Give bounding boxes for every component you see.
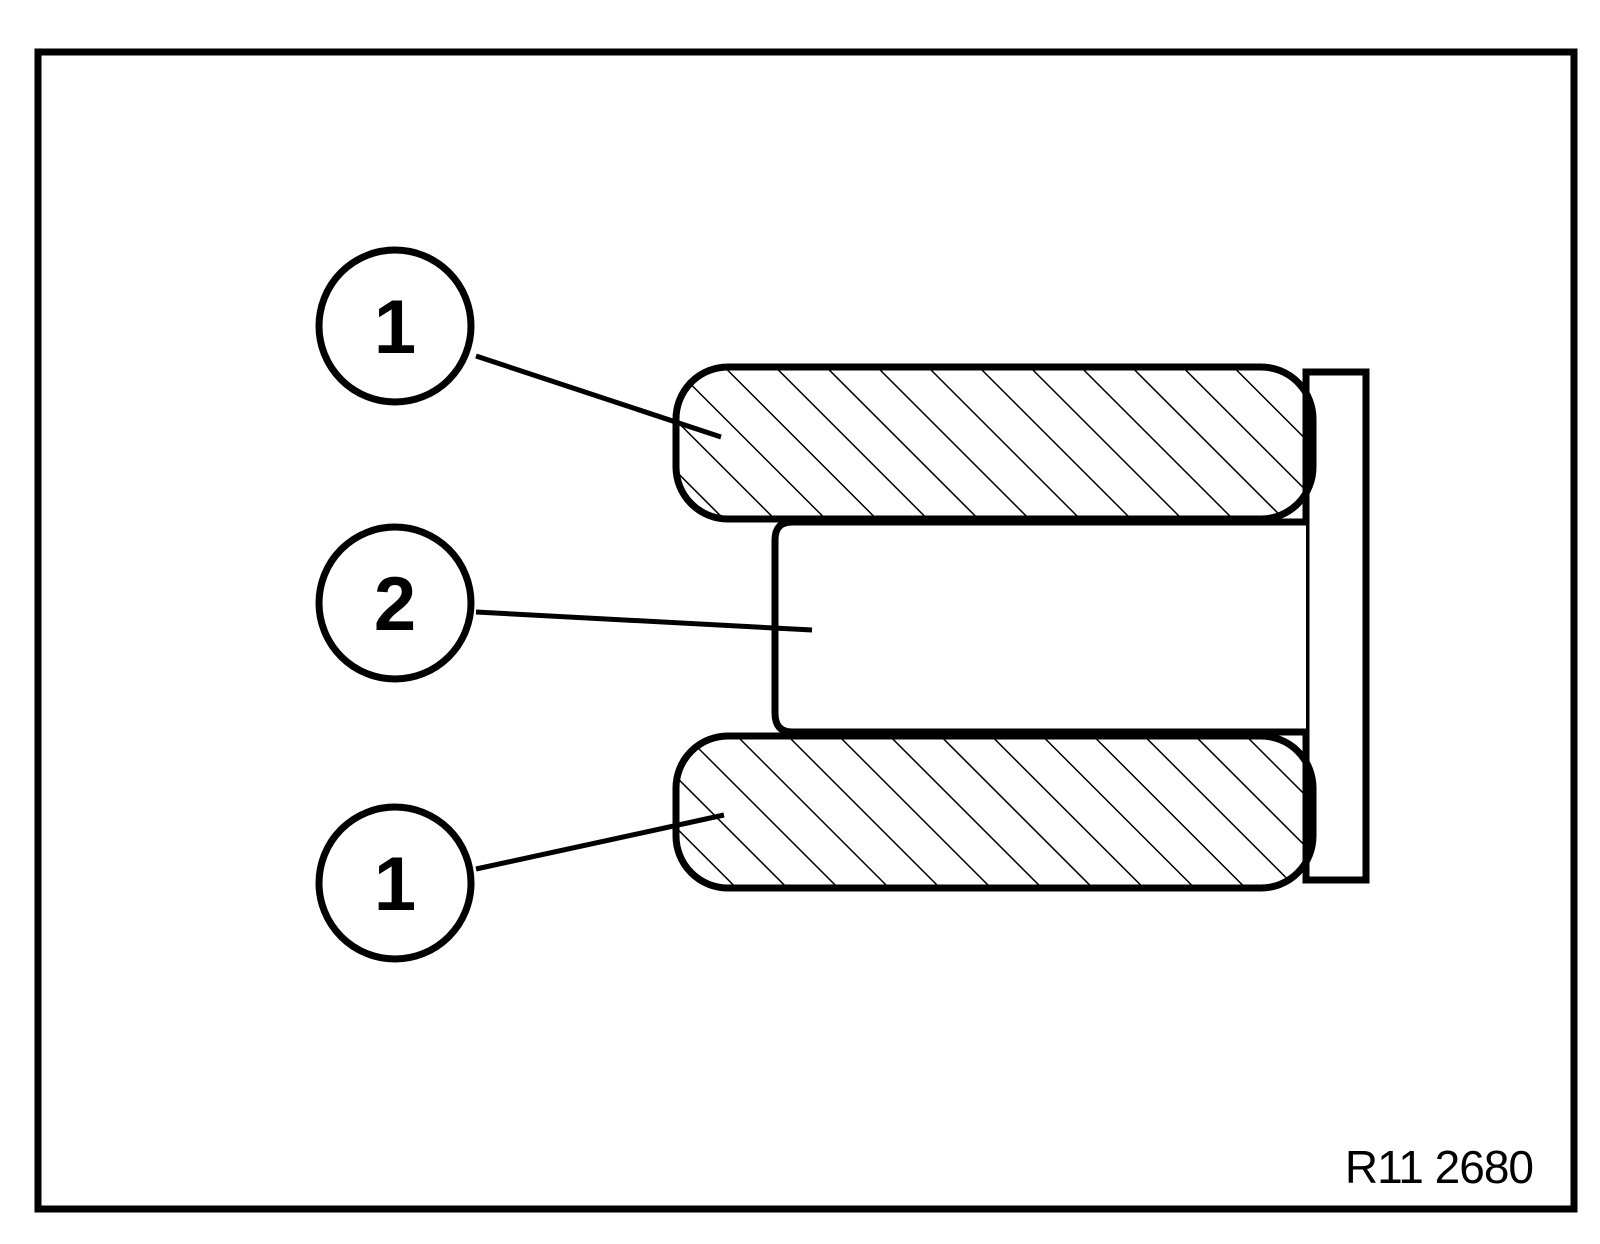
center-stem bbox=[771, 518, 1306, 736]
callout-label: 2 bbox=[374, 562, 416, 647]
callout-lower: 1 bbox=[315, 803, 475, 963]
callout-label: 1 bbox=[374, 842, 416, 927]
leader-line-center bbox=[475, 609, 813, 633]
callout-label: 1 bbox=[374, 285, 416, 370]
leader-line-upper bbox=[475, 353, 722, 440]
callout-circle bbox=[315, 523, 475, 683]
leader-line-lower bbox=[475, 812, 725, 872]
callout-circle bbox=[315, 803, 475, 963]
callout-upper: 1 bbox=[315, 246, 475, 406]
callout-circle bbox=[315, 246, 475, 406]
lower-hatched-part bbox=[672, 732, 1317, 892]
reference-code: R11 2680 bbox=[1345, 1141, 1533, 1193]
callout-center: 2 bbox=[315, 523, 475, 683]
diagram-frame bbox=[34, 48, 1578, 1213]
upper-hatched-part bbox=[672, 363, 1317, 523]
